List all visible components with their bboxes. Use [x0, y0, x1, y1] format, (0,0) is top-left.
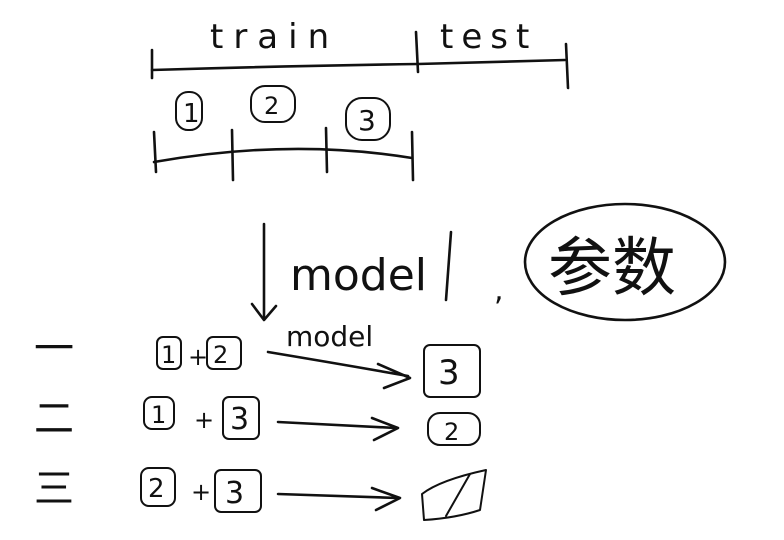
- row-2-index: 二: [34, 396, 74, 442]
- row-3-box-b: [214, 469, 262, 513]
- row-1-box-a: [156, 336, 182, 370]
- row-2-arrow-head: [370, 416, 400, 442]
- comma-mark: ,: [494, 273, 504, 308]
- row-3-arrow: [276, 492, 400, 500]
- fold-line: [152, 147, 414, 164]
- row-1-arrow-head: [376, 362, 412, 390]
- row-2-box-b: [222, 396, 260, 440]
- parameters-note: 参数: [523, 202, 727, 322]
- row-1-train-b: 2: [213, 341, 228, 369]
- fold-3-label: 3: [358, 104, 376, 137]
- cv-row-3: 三 2 + 3: [34, 466, 487, 521]
- row-1-plus: +: [188, 343, 208, 371]
- fold-tick-4: [410, 130, 415, 182]
- fold-1-label: 1: [183, 99, 200, 129]
- cv-row-2: 二 1 + 3 2: [34, 396, 481, 446]
- row-2-plus: +: [194, 406, 214, 434]
- fold-2-circle: [250, 85, 296, 123]
- row-2-train-b: 3: [230, 402, 249, 437]
- down-arrow-head: [250, 302, 278, 322]
- fold-tick-1: [152, 130, 158, 174]
- row-3-test-box: [421, 469, 487, 521]
- row-1-test: 3: [438, 353, 460, 393]
- row-3-test-mark: [445, 473, 471, 517]
- fold-tick-3: [324, 126, 329, 174]
- row-3-plus: +: [191, 478, 211, 506]
- test-label: test: [440, 17, 537, 57]
- row-3-train-b: 3: [225, 476, 244, 511]
- row-1-test-box: [423, 344, 481, 398]
- row-1-arrow-label: model: [286, 320, 373, 353]
- row-3-arrow-head: [370, 486, 402, 512]
- split-tick-middle: [414, 30, 420, 74]
- row-1-box-b: [206, 336, 242, 370]
- split-line: [150, 58, 567, 72]
- fold-segments: 1 2 3: [152, 85, 415, 182]
- model-down-arrow: model ,: [250, 222, 504, 322]
- parameters-text: 参数: [548, 232, 676, 306]
- fold-3-circle: [345, 97, 391, 141]
- cv-row-1: 一 1 + 2 model 3: [34, 320, 481, 398]
- row-1-train-a: 1: [161, 341, 176, 369]
- model-label-large: model: [290, 250, 427, 301]
- row-2-test-box: [427, 412, 481, 446]
- train-test-split: train test: [150, 17, 570, 90]
- row-2-train-a: 1: [151, 401, 166, 429]
- row-1-index: 一: [34, 326, 74, 372]
- train-label: train: [210, 17, 339, 57]
- fold-1-circle: [175, 91, 203, 131]
- row-3-index: 三: [34, 466, 74, 512]
- row-3-train-a: 2: [148, 474, 165, 504]
- row-3-box-a: [140, 467, 176, 507]
- row-2-box-a: [143, 396, 175, 430]
- parameters-ellipse: [523, 202, 727, 322]
- fold-2-label: 2: [264, 92, 279, 120]
- fold-tick-2: [230, 128, 235, 182]
- row-2-arrow: [276, 420, 398, 430]
- bar-stroke: [444, 230, 453, 302]
- row-1-arrow: [266, 350, 410, 378]
- row-2-test: 2: [444, 418, 459, 446]
- split-tick-right: [564, 42, 570, 90]
